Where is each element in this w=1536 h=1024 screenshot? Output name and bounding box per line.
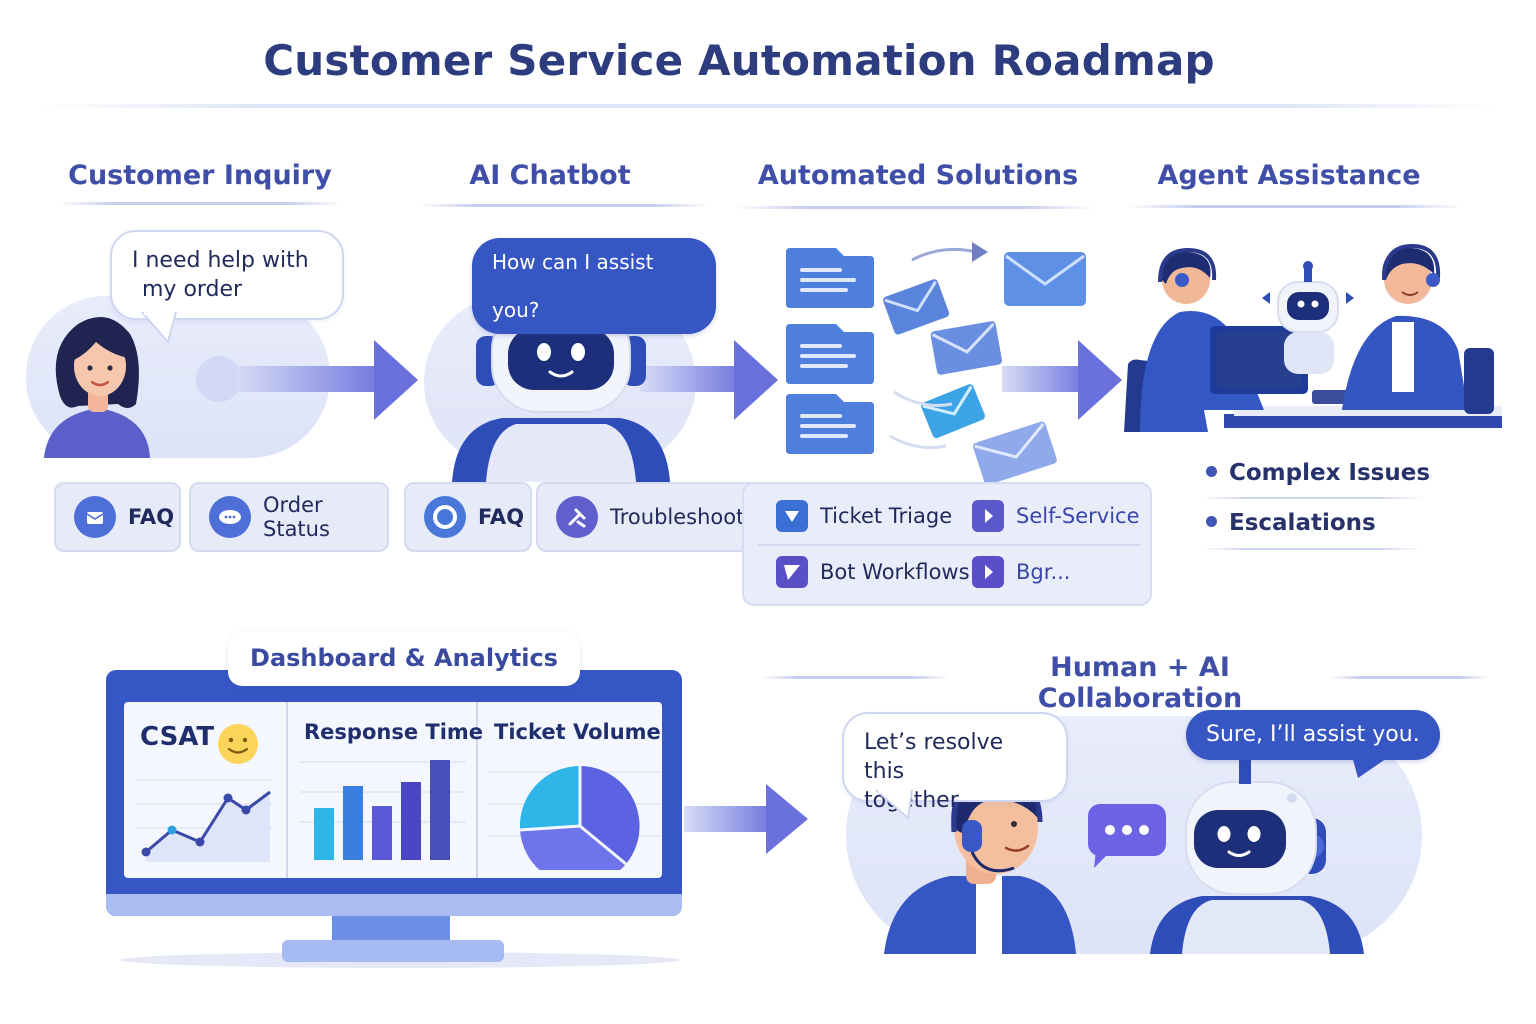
solution-ticket-triage[interactable]: Ticket Triage bbox=[776, 500, 952, 532]
bubble-text-line1: Let’s resolve this bbox=[864, 730, 1004, 784]
bullet-escalations: Escalations bbox=[1206, 510, 1376, 536]
wrench-icon bbox=[556, 496, 598, 538]
flow-arrow-shaft bbox=[640, 366, 740, 392]
flow-arrow-icon bbox=[374, 340, 418, 420]
chip-faq[interactable]: FAQ bbox=[54, 482, 181, 552]
solution-label: Ticket Triage bbox=[820, 504, 953, 528]
solution-label: Bgr... bbox=[1016, 560, 1071, 584]
solution-label: Self-Service bbox=[1016, 504, 1140, 528]
monitor-neck bbox=[332, 916, 450, 944]
customer-speech-bubble: I need help with my order bbox=[110, 230, 344, 320]
flow-arrow-icon bbox=[766, 784, 808, 854]
panel-divider bbox=[286, 702, 288, 878]
chip-label: FAQ bbox=[128, 505, 175, 529]
bot-speech-bubble: Sure, I’ll assist you. bbox=[1186, 710, 1440, 760]
dashboard-analytics-label: Dashboard & Analytics bbox=[228, 632, 580, 686]
human-speech-bubble: Let’s resolve this together bbox=[842, 712, 1068, 813]
monitor-stand bbox=[282, 940, 504, 962]
flow-arrow-shaft bbox=[684, 806, 770, 832]
chip-label: Order Status bbox=[263, 493, 330, 541]
response-time-title: Response Time bbox=[304, 720, 484, 744]
collab-rule-left bbox=[760, 676, 950, 679]
solutions-panel bbox=[742, 482, 1152, 606]
agent-assistance-scene-icon bbox=[1124, 243, 1502, 432]
customer-woman-avatar bbox=[44, 316, 150, 458]
bubble-tail bbox=[1352, 756, 1390, 778]
panel-divider bbox=[476, 702, 478, 878]
email-envelopes-icon bbox=[883, 242, 1086, 485]
flow-arrow-icon bbox=[734, 340, 778, 420]
collab-title: Human + AI Collaboration bbox=[1037, 652, 1243, 714]
solution-label: Bot Workflows bbox=[820, 560, 970, 584]
send-icon bbox=[776, 556, 808, 588]
flow-arrow-icon bbox=[1078, 340, 1122, 420]
chevron-right-icon bbox=[972, 556, 1004, 588]
solution-self-service[interactable]: Self-Service bbox=[972, 500, 1140, 532]
smiley-icon bbox=[218, 724, 258, 764]
bullet-divider bbox=[1200, 497, 1424, 499]
document-icon bbox=[786, 248, 874, 308]
stage-title-automated-solutions: Automated Solutions bbox=[757, 160, 1079, 191]
chatbot-speech-bubble: How can I assist you? bbox=[472, 238, 716, 334]
flow-arrow-shaft bbox=[236, 366, 380, 392]
stage-divider bbox=[1128, 205, 1462, 208]
response-time-bar-chart bbox=[300, 760, 466, 860]
chat-icon bbox=[209, 496, 251, 538]
bullet-complex-issues: Complex Issues bbox=[1206, 460, 1430, 486]
stage-title-ai-chatbot: AI Chatbot bbox=[469, 160, 631, 191]
bubble-tail bbox=[140, 312, 178, 344]
flow-arrow-shaft bbox=[1002, 366, 1084, 392]
antenna bbox=[1239, 760, 1251, 784]
chevron-right-icon bbox=[972, 500, 1004, 532]
monitor-bezel bbox=[106, 894, 682, 916]
collab-robot-icon bbox=[1150, 781, 1364, 954]
csat-title: CSAT bbox=[140, 722, 215, 752]
stage-divider bbox=[735, 206, 1095, 209]
page-title: Customer Service Automation Roadmap bbox=[263, 36, 1215, 85]
stage-title-customer-inquiry: Customer Inquiry bbox=[68, 160, 332, 191]
bubble-tail bbox=[874, 790, 914, 820]
bubble-tail bbox=[640, 282, 676, 304]
bubble-text-line2: my order bbox=[142, 277, 243, 302]
solution-bot-workflows[interactable]: Bot Workflows bbox=[776, 556, 970, 588]
stage-divider bbox=[418, 204, 710, 207]
collab-rule-right bbox=[1330, 676, 1490, 679]
triangle-down-icon bbox=[776, 500, 808, 532]
typing-dots-icon bbox=[1088, 804, 1166, 868]
title-divider bbox=[40, 104, 1500, 108]
ticket-volume-title: Ticket Volume bbox=[494, 720, 661, 744]
documents-stack-icon bbox=[786, 248, 874, 454]
chip-troubleshooting[interactable]: Troubleshooting bbox=[536, 482, 777, 552]
ticket-volume-pie-chart bbox=[488, 765, 660, 870]
bullet-divider bbox=[1200, 548, 1424, 550]
chip-order-status[interactable]: Order Status bbox=[189, 482, 389, 552]
chip-label: FAQ bbox=[478, 505, 525, 529]
flow-node bbox=[196, 356, 242, 402]
chip-faq[interactable]: FAQ bbox=[404, 482, 532, 552]
lifebuoy-icon bbox=[424, 496, 466, 538]
stage-divider bbox=[58, 202, 342, 205]
panel-divider bbox=[758, 544, 1140, 546]
stage-title-agent-assistance: Agent Assistance bbox=[1157, 160, 1421, 191]
solution-bgr[interactable]: Bgr... bbox=[972, 556, 1070, 588]
envelope-icon bbox=[74, 496, 116, 538]
csat-line-chart bbox=[136, 779, 272, 862]
bubble-text-line1: I need help with bbox=[132, 248, 309, 273]
